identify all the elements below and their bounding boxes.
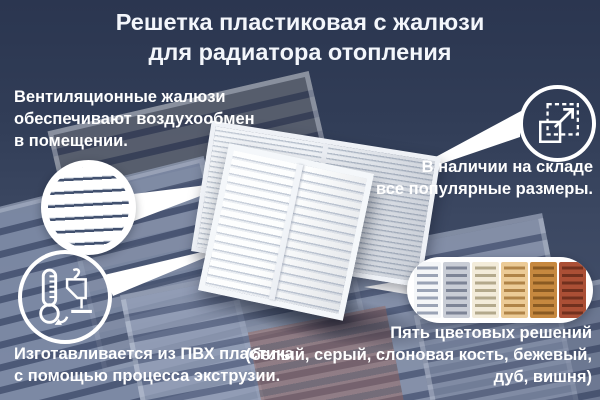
louver-lines bbox=[45, 164, 132, 251]
resize-arrow-icon bbox=[538, 102, 579, 143]
title-line-1: Решетка пластиковая с жалюзи bbox=[115, 9, 485, 35]
feature-text-ventilation: Вентиляционные жалюзи обеспечивают возду… bbox=[14, 86, 255, 152]
swatch-дуб bbox=[530, 262, 557, 318]
text-line: (белый, серый, слоновая кость, бежевый, bbox=[245, 346, 592, 364]
feature-text-material: Изготавливается из ПВХ пластика с помощь… bbox=[14, 343, 294, 387]
swatch-бежевый bbox=[501, 262, 528, 318]
swatch-серый bbox=[443, 262, 470, 318]
text-line: Изготавливается из ПВХ пластика bbox=[14, 345, 294, 363]
text-line: Пять цветовых решений bbox=[390, 324, 592, 342]
extrusion-icon-circle bbox=[18, 250, 112, 344]
text-line: Вентиляционные жалюзи bbox=[14, 88, 226, 106]
text-line: В наличии на складе bbox=[421, 158, 593, 176]
page-title: Решетка пластиковая с жалюзи для радиато… bbox=[0, 7, 600, 67]
color-swatches bbox=[407, 257, 593, 323]
title-line-2: для радиатора отопления bbox=[148, 39, 452, 65]
product-grille-front bbox=[198, 143, 374, 321]
text-line: с помощью процесса экструзии. bbox=[14, 367, 281, 385]
text-line: все популярные размеры. bbox=[375, 180, 593, 198]
feature-text-sizes: В наличии на складе все популярные разме… bbox=[376, 156, 593, 200]
feature-text-colors: Пять цветовых решений (белый, серый, сло… bbox=[245, 322, 592, 388]
text-line: дуб, вишня) bbox=[493, 368, 592, 386]
text-line: обеспечивают воздухообмен bbox=[14, 110, 255, 128]
thermometer-extruder-icon bbox=[39, 268, 92, 325]
resize-icon-circle bbox=[519, 85, 596, 162]
louver-slats-icon bbox=[41, 160, 136, 255]
swatch-вишня bbox=[559, 262, 586, 318]
swatch-слоновая кость bbox=[472, 262, 499, 318]
swatch-белый bbox=[414, 262, 441, 318]
text-line: в помещении. bbox=[14, 132, 128, 150]
